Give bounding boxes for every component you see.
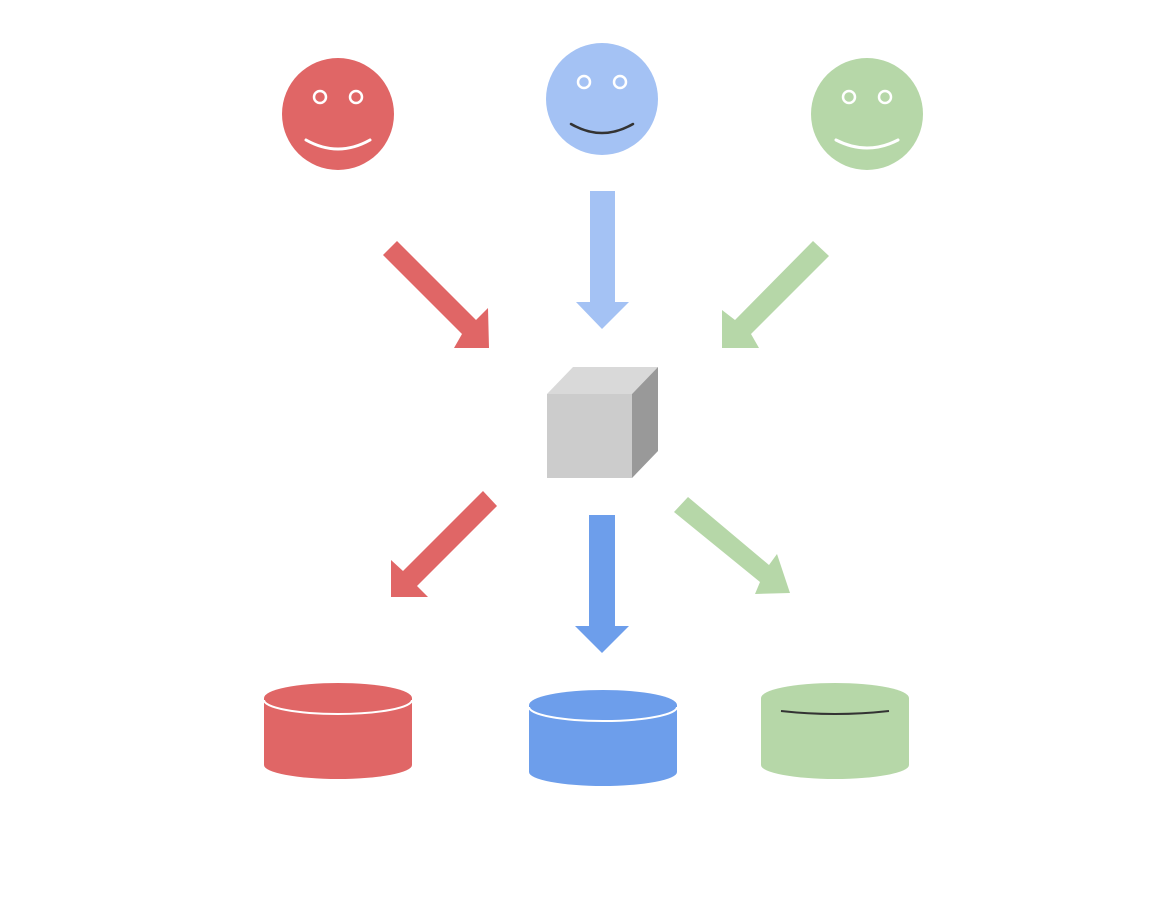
face-circle: [546, 43, 658, 155]
cylinder-top: [761, 683, 909, 713]
arrow-user-red-to-hub: [383, 241, 489, 348]
arrow-hub-to-database-red: [391, 491, 497, 597]
user-red-smiley-face-icon: [282, 58, 394, 170]
left-eye: [576, 74, 592, 90]
cylinder-rim: [780, 710, 890, 715]
arrow-user-green-to-hub: [722, 241, 829, 348]
user-blue-smiley-face-icon: [546, 43, 658, 155]
face-circle: [282, 58, 394, 170]
cylinder-rim: [528, 706, 678, 722]
left-eye: [312, 89, 328, 105]
cube-side-face: [632, 367, 658, 478]
face-circle: [811, 58, 923, 170]
mouth: [569, 122, 635, 135]
left-eye: [841, 89, 857, 105]
cylinder-rim: [263, 699, 413, 715]
cube-front-face: [547, 394, 632, 478]
mouth: [834, 138, 900, 150]
database-red-cylinder-icon: [263, 683, 413, 779]
right-eye: [612, 74, 628, 90]
hub-cube-icon: [547, 367, 658, 478]
mouth: [304, 138, 372, 151]
user-green-smiley-face-icon: [811, 58, 923, 170]
arrow-hub-to-database-blue: [575, 515, 629, 653]
arrow-hub-to-database-green: [674, 497, 790, 594]
right-eye: [348, 89, 364, 105]
arrow-user-blue-to-hub: [576, 191, 629, 329]
cylinder-top: [529, 690, 677, 720]
cylinder-body: [264, 698, 412, 779]
database-blue-cylinder-icon: [528, 690, 678, 786]
right-eye: [877, 89, 893, 105]
cylinder-body: [529, 705, 677, 786]
cylinder-body: [761, 698, 909, 779]
database-green-cylinder-icon: [761, 683, 909, 779]
cylinder-top: [264, 683, 412, 713]
cube-top-face: [547, 367, 658, 394]
